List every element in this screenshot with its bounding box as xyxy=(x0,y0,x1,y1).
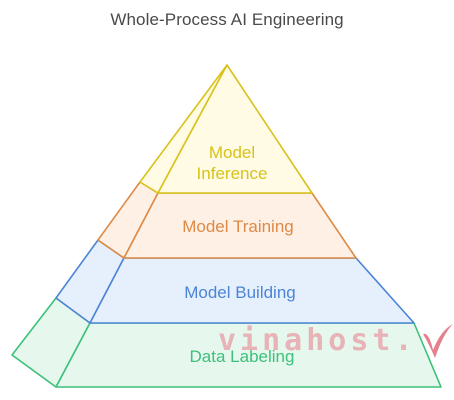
layer-label-model-inference: Model Inference xyxy=(196,143,268,183)
layer-model-inference xyxy=(139,64,313,194)
layer-label-data-labeling: Data Labeling xyxy=(189,347,295,366)
watermark-check-icon xyxy=(422,324,453,358)
diagram-title: Whole-Process AI Engineering xyxy=(110,10,344,29)
layer-label-model-training: Model Training xyxy=(182,217,294,236)
layer-model-inference-front-face xyxy=(157,64,313,194)
layer-label-model-building: Model Building xyxy=(184,283,296,302)
watermark-text: vinahost. xyxy=(218,322,417,358)
watermark: vinahost. xyxy=(218,320,454,360)
